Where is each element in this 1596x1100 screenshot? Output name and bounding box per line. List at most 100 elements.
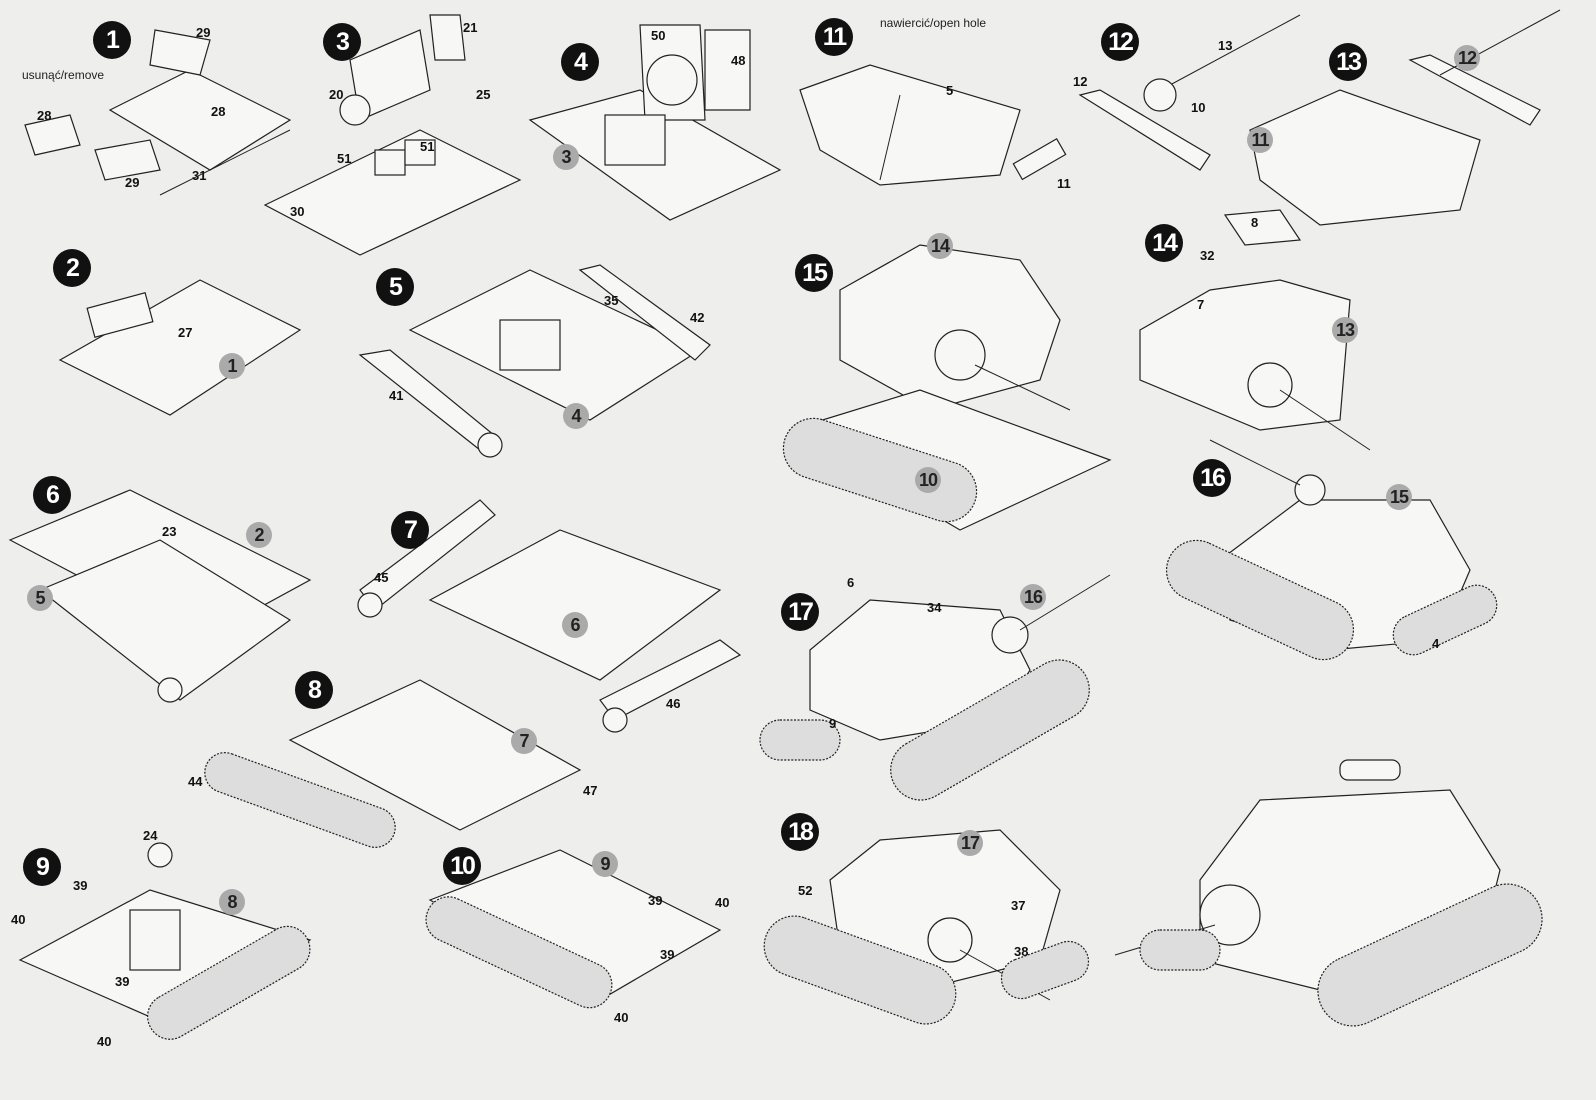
- part-label: 39: [648, 893, 663, 908]
- part-label: 45: [374, 570, 389, 585]
- step-12-gun-mount: [1012, 14, 1301, 181]
- open-hole-note: nawiercić/open hole: [880, 16, 987, 30]
- step-ref-marker: 9: [592, 851, 618, 877]
- part-label: 11: [1057, 176, 1071, 191]
- step-14-superstructure: [1139, 209, 1371, 451]
- step-5-marker: 5: [376, 268, 414, 306]
- step-16-vehicle: [1165, 439, 1498, 661]
- step-2-marker: 2: [53, 249, 91, 287]
- part-label: 39: [115, 974, 130, 989]
- part-label: 28: [211, 104, 226, 119]
- remove-note: usunąć/remove: [22, 68, 105, 82]
- step-1-hull-floor: [24, 29, 292, 196]
- part-label: 29: [125, 175, 140, 190]
- step-10-hull-tracks: [425, 849, 722, 1009]
- step-8-track-fitting: [204, 679, 582, 848]
- part-label: 27: [178, 325, 193, 340]
- part-label: 47: [583, 783, 598, 798]
- step-ref-marker: 17: [957, 830, 983, 856]
- step-7-marker: 7: [391, 511, 429, 549]
- step-18-marker: 18: [781, 813, 819, 851]
- part-label: 51: [337, 151, 352, 166]
- step-11-superstructure-lower: [799, 64, 1021, 186]
- step-10-marker: 10: [443, 847, 481, 885]
- part-label: 39: [73, 878, 88, 893]
- part-label: 10: [1191, 100, 1206, 115]
- step-3-marker: 3: [323, 23, 361, 61]
- part-label: 48: [731, 53, 746, 68]
- part-label: 6: [847, 575, 855, 590]
- step-17-marker: 17: [781, 593, 819, 631]
- step-ref-marker: 7: [511, 728, 537, 754]
- part-label: 31: [192, 168, 207, 183]
- part-label: 25: [476, 87, 491, 102]
- step-ref-marker: 10: [915, 467, 941, 493]
- step-9-marker: 9: [23, 848, 61, 886]
- part-label: 40: [97, 1034, 112, 1049]
- part-label: 29: [196, 25, 211, 40]
- step-ref-marker: 2: [246, 522, 272, 548]
- part-label: 13: [1218, 38, 1233, 53]
- step-1-marker: 1: [93, 21, 131, 59]
- part-label: 44: [188, 774, 203, 789]
- step-ref-marker: 13: [1332, 317, 1358, 343]
- part-label: 37: [1011, 898, 1026, 913]
- part-label: 40: [11, 912, 26, 927]
- step-3-hull-engine: [263, 14, 522, 256]
- part-label: 32: [1200, 248, 1215, 263]
- step-8-marker: 8: [295, 671, 333, 709]
- part-label: 7: [1197, 297, 1205, 312]
- final-vehicle-view: [1114, 759, 1543, 1027]
- part-label: 23: [162, 524, 177, 539]
- part-label: 51: [420, 139, 435, 154]
- part-label: 41: [389, 388, 404, 403]
- step-6-hull-top: [8, 489, 312, 703]
- step-13-marker: 13: [1329, 43, 1367, 81]
- part-label: 38: [1014, 944, 1029, 959]
- part-label: 12: [1073, 74, 1088, 89]
- step-11-marker: 11: [815, 18, 853, 56]
- step-4-marker: 4: [561, 43, 599, 81]
- step-9-hull-tracks: [18, 842, 312, 1040]
- step-16-marker: 16: [1193, 459, 1231, 497]
- part-label: 34: [927, 600, 942, 615]
- step-12-marker: 12: [1101, 23, 1139, 61]
- step-ref-marker: 6: [562, 612, 588, 638]
- part-label: 42: [690, 310, 705, 325]
- step-13-superstructure: [1249, 9, 1561, 226]
- part-label: 46: [666, 696, 681, 711]
- step-14-marker: 14: [1145, 224, 1183, 262]
- step-ref-marker: 8: [219, 889, 245, 915]
- part-label: 5: [946, 83, 954, 98]
- step-ref-marker: 14: [927, 233, 953, 259]
- part-label: 9: [829, 716, 837, 731]
- part-label: 21: [463, 20, 478, 35]
- part-label: 40: [715, 895, 730, 910]
- step-ref-marker: 15: [1386, 484, 1412, 510]
- part-label: 20: [329, 87, 344, 102]
- step-17-vehicle: [759, 574, 1111, 801]
- step-ref-marker: 5: [27, 585, 53, 611]
- step-ref-marker: 4: [563, 403, 589, 429]
- part-label: 35: [604, 293, 619, 308]
- step-ref-marker: 12: [1454, 45, 1480, 71]
- part-label: 40: [614, 1010, 629, 1025]
- step-ref-marker: 11: [1247, 127, 1273, 153]
- part-label: 30: [290, 204, 305, 219]
- step-ref-marker: 16: [1020, 584, 1046, 610]
- part-label: 39: [660, 947, 675, 962]
- part-label: 4: [1432, 636, 1440, 651]
- step-6-marker: 6: [33, 476, 71, 514]
- step-7-hull-suspension: [357, 499, 742, 733]
- part-label: 50: [651, 28, 666, 43]
- step-15-marker: 15: [795, 254, 833, 292]
- part-label: 52: [798, 883, 813, 898]
- step-18-vehicle: [763, 829, 1090, 1025]
- step-2-hull: [58, 279, 302, 416]
- step-4-hull-engine-radiator: [528, 24, 782, 221]
- part-label: 28: [37, 108, 52, 123]
- part-label: 24: [143, 828, 158, 843]
- step-ref-marker: 1: [219, 353, 245, 379]
- part-label: 8: [1251, 215, 1259, 230]
